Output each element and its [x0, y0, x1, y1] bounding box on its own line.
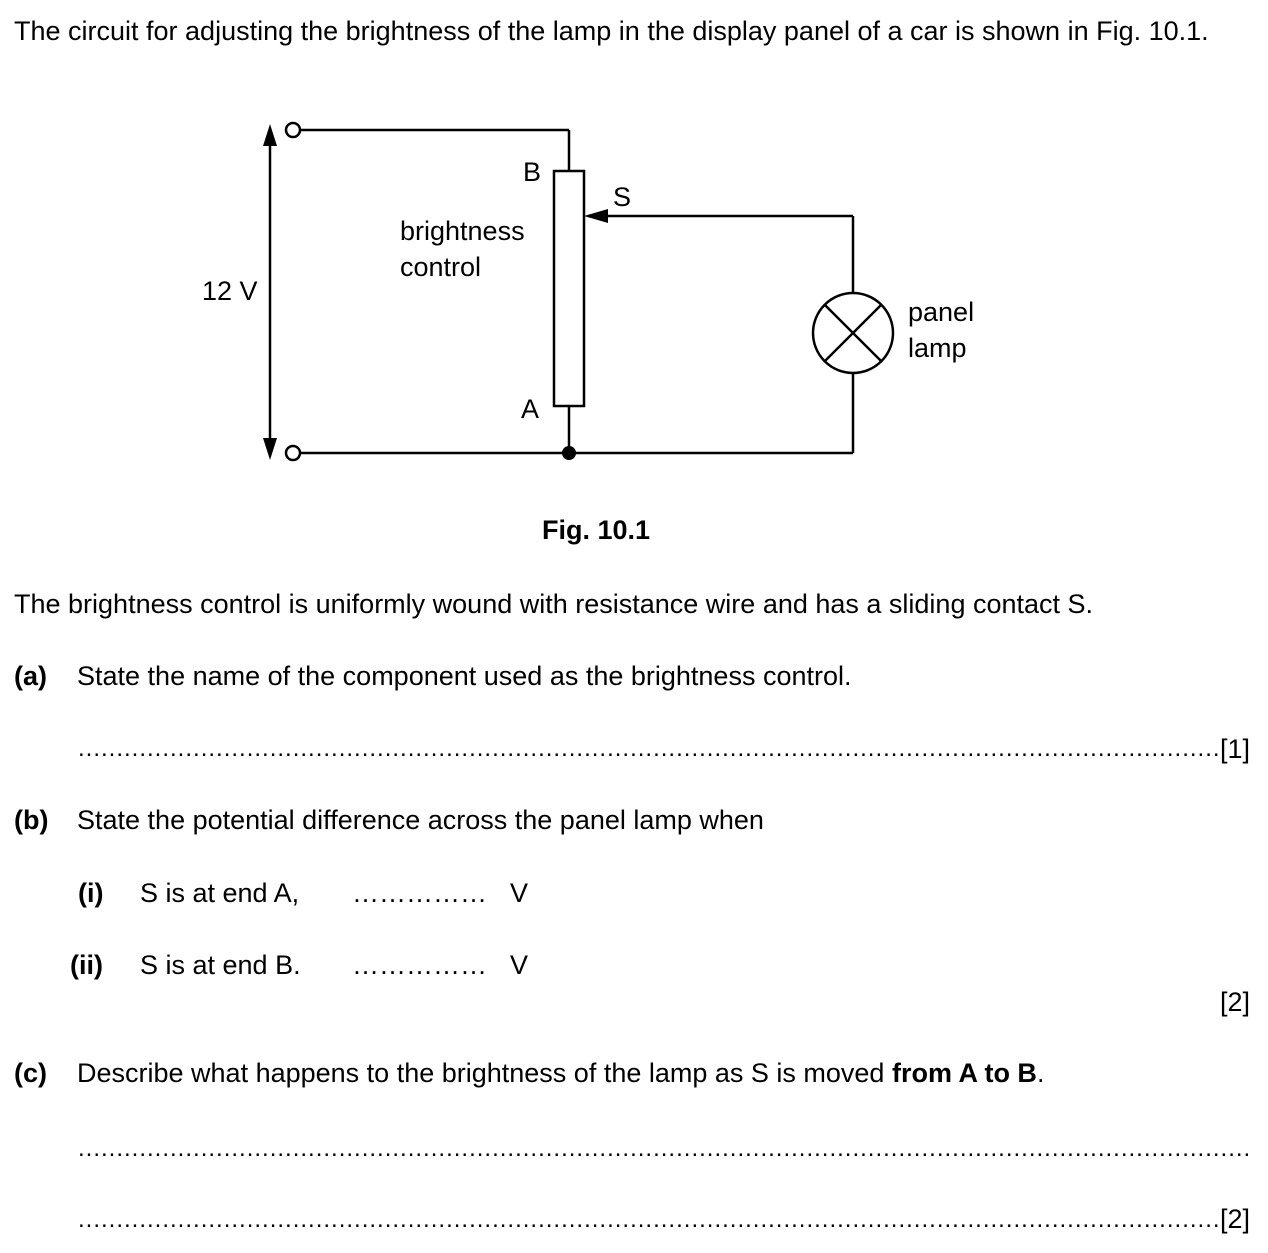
intro-paragraph: The circuit for adjusting the brightness… — [14, 16, 1209, 46]
label-a: A — [521, 394, 539, 424]
control-label-line2: control — [400, 252, 481, 282]
part-b-ii-unit: V — [510, 950, 529, 980]
lamp-label-line2: lamp — [908, 333, 967, 363]
voltage-arrow-head-bottom — [263, 438, 277, 460]
part-a-question: State the name of the component used as … — [77, 661, 852, 691]
part-b-ii-label: (ii) — [70, 950, 103, 980]
part-b-i-answer[interactable]: …………… — [352, 878, 487, 908]
label-s: S — [613, 182, 631, 212]
part-b-label: (b) — [14, 805, 49, 835]
lamp-label-line1: panel — [908, 297, 974, 327]
part-a-answer-line[interactable]: ........................................… — [78, 735, 1218, 762]
part-b-question: State the potential difference across th… — [77, 805, 764, 835]
part-b-i-unit: V — [510, 878, 529, 908]
lamp-symbol-icon — [811, 291, 895, 375]
part-b-i-label: (i) — [78, 878, 104, 908]
part-c-answer-line-2[interactable]: ........................................… — [78, 1206, 1218, 1233]
control-label-line1: brightness — [400, 216, 525, 246]
label-b: B — [523, 157, 541, 187]
part-b-ii-text: S is at end B. — [140, 950, 301, 980]
part-c-marks: [2] — [1220, 1204, 1251, 1234]
part-c-question-bold: from A to B — [891, 1058, 1037, 1088]
part-a-marks: [1] — [1220, 734, 1251, 764]
voltage-label: 12 V — [202, 276, 258, 306]
terminal-top — [284, 121, 302, 139]
slider-arrow-head — [584, 209, 608, 223]
part-b-marks: [2] — [1220, 987, 1251, 1017]
part-b-i-text: S is at end A, — [140, 878, 300, 908]
part-c-question-end: . — [1036, 1058, 1045, 1088]
part-c-question: Describe what happens to the brightness … — [77, 1057, 1044, 1089]
part-b-ii-answer[interactable]: …………… — [352, 950, 487, 980]
statement: The brightness control is uniformly woun… — [14, 589, 1094, 619]
part-c-question-start: Describe what happens to the brightness … — [77, 1058, 892, 1088]
part-c-label: (c) — [14, 1058, 47, 1088]
junction-dot — [562, 446, 576, 460]
brightness-control-resistor — [552, 169, 586, 408]
part-c-answer-line-1[interactable]: ........................................… — [78, 1135, 1253, 1162]
voltage-arrow-head-top — [263, 124, 277, 146]
circuit-diagram: B S A brightness control 12 V panel lamp… — [202, 121, 974, 545]
part-a-label: (a) — [14, 661, 47, 691]
figure-caption: Fig. 10.1 — [542, 515, 650, 545]
terminal-bottom — [284, 444, 302, 462]
